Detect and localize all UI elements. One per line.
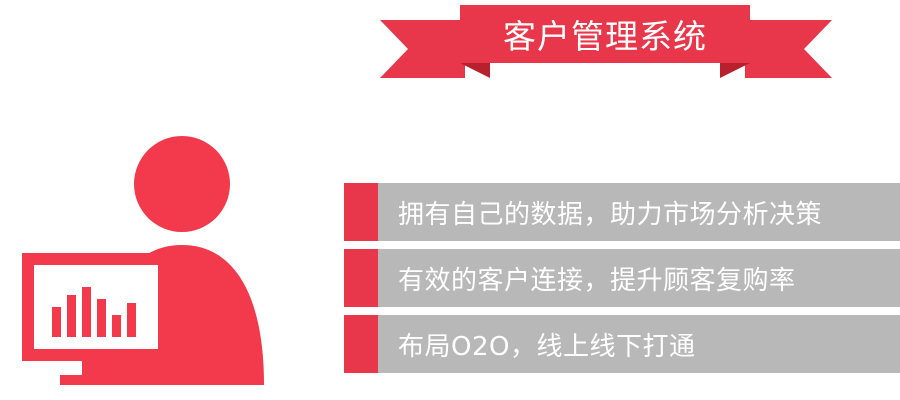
feature-item: 有效的客户连接，提升顾客复购率 (344, 249, 900, 307)
feature-accent-block (344, 183, 378, 241)
feature-list: 拥有自己的数据，助力市场分析决策 有效的客户连接，提升顾客复购率 布局O2O，线… (344, 183, 900, 373)
feature-text: 布局O2O，线上线下打通 (398, 331, 696, 362)
page-title: 客户管理系统 (503, 17, 707, 56)
person-monitor-illustration (20, 135, 320, 395)
feature-accent-block (344, 249, 378, 307)
feature-text: 有效的客户连接，提升顾客复购率 (398, 265, 796, 296)
feature-text: 拥有自己的数据，助力市场分析决策 (398, 199, 823, 230)
feature-item: 布局O2O，线上线下打通 (344, 315, 900, 373)
ribbon-shape-icon (380, 5, 832, 78)
person-with-chart-monitor-icon (22, 136, 264, 385)
title-ribbon: 客户管理系统 (370, 0, 840, 90)
feature-item: 拥有自己的数据，助力市场分析决策 (344, 183, 900, 241)
feature-accent-block (344, 315, 378, 373)
